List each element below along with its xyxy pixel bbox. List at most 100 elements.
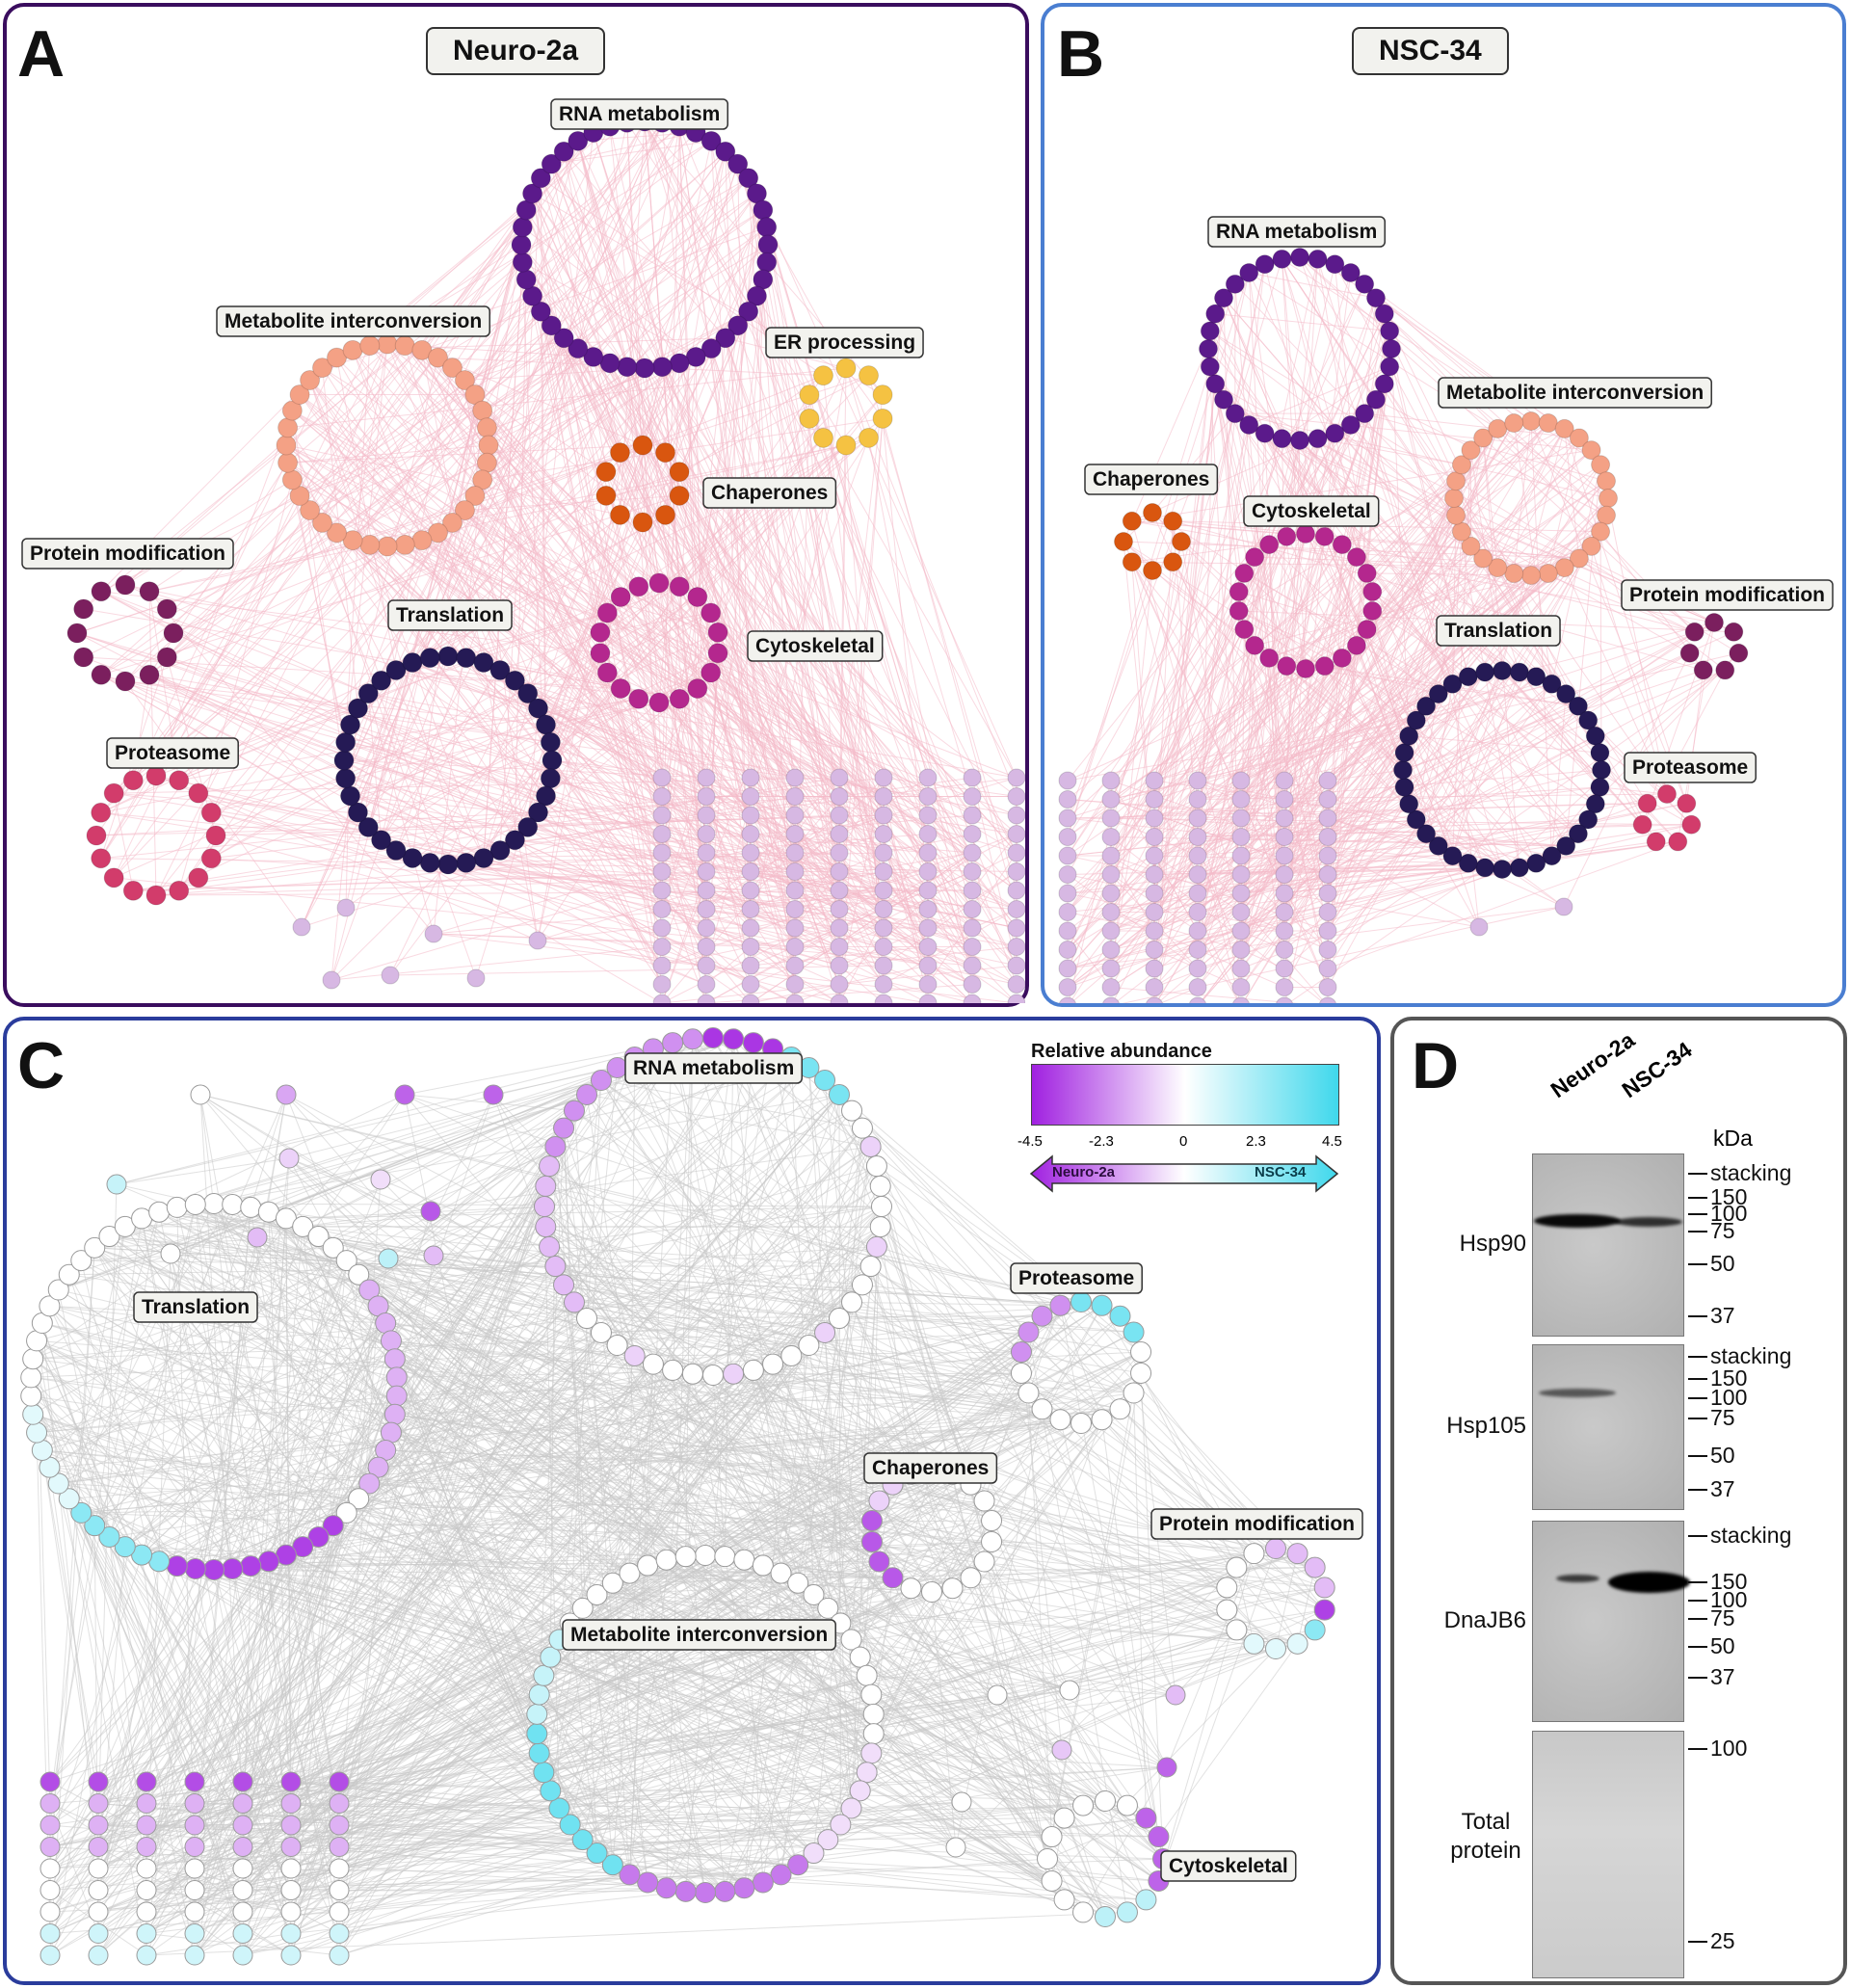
interaction-edge [411, 707, 539, 859]
interaction-edge [242, 1552, 1298, 1913]
node-other [785, 825, 805, 843]
interaction-edge [1067, 912, 1155, 932]
interaction-edge [199, 1094, 319, 1237]
node-rna [865, 1155, 887, 1178]
interaction-edge [49, 1467, 597, 1854]
interaction-edge [883, 852, 929, 891]
interaction-edge [482, 417, 884, 481]
interaction-edge [569, 1552, 1298, 1825]
interaction-edge [883, 834, 973, 854]
node-protein-mod [1684, 622, 1705, 642]
interaction-edge [868, 437, 973, 985]
interaction-edge [1248, 272, 1609, 499]
interaction-edge [58, 1351, 1022, 1484]
interaction-edge [750, 279, 764, 797]
node-metabolite [770, 1562, 792, 1584]
node-translation [419, 852, 440, 873]
interaction-edge [1067, 449, 1471, 819]
node-other [1275, 903, 1294, 921]
cluster-label-cytoskeletal-box [747, 630, 884, 662]
interaction-edge [430, 1210, 774, 1365]
node-metabolite [278, 452, 299, 473]
interaction-edge [692, 1038, 1022, 1353]
interaction-edge [41, 1322, 880, 1501]
node-rna [798, 1335, 820, 1357]
node-cytoskeletal [700, 662, 722, 683]
node-er [799, 408, 820, 429]
interaction-edge [705, 965, 929, 1003]
panel-letter-b: B [1057, 17, 1105, 91]
node-rna [535, 1175, 557, 1197]
marker-label: 100 [1710, 1736, 1748, 1761]
node-er [812, 427, 833, 448]
node-other [280, 1793, 302, 1814]
interaction-edge [309, 510, 477, 979]
interaction-edge [705, 927, 929, 967]
interaction-edge [1283, 735, 1597, 894]
node-other [652, 806, 672, 825]
interaction-edge [199, 1094, 1065, 1818]
node-metabolite [526, 1723, 548, 1745]
node-other [1101, 959, 1121, 978]
interaction-edge [343, 759, 752, 985]
interaction-edge [666, 1226, 882, 1889]
node-proteasome [103, 867, 124, 888]
node-rna [1272, 249, 1292, 269]
interaction-edge [828, 1548, 1277, 1609]
interaction-edge [1067, 874, 1199, 969]
node-other [918, 843, 938, 862]
interaction-edge [551, 759, 929, 910]
interaction-edge [559, 1639, 874, 1715]
node-translation [1578, 710, 1599, 730]
node-cytoskeletal [1037, 1848, 1058, 1869]
node-other [1145, 996, 1164, 1003]
interaction-edge [1131, 449, 1592, 522]
node-other [963, 768, 982, 787]
interaction-edge [429, 125, 680, 658]
interaction-edge [124, 226, 523, 682]
interaction-edge [145, 1890, 340, 1913]
node-cytoskeletal [669, 688, 690, 709]
node-translation [1568, 824, 1588, 844]
interaction-edge [1067, 572, 1245, 837]
node-other [1007, 938, 1025, 956]
node-rna [1239, 414, 1259, 435]
node-translation [1442, 674, 1463, 694]
blot-label-total-protein: Total protein [1450, 1809, 1521, 1864]
interaction-edge [68, 1265, 556, 1276]
interaction-edge [1133, 1392, 1147, 1818]
interaction-edge [1156, 676, 1537, 1003]
node-metabolite [472, 469, 493, 490]
node-rna [828, 1308, 850, 1330]
interaction-edge [36, 1340, 147, 1956]
cluster-label-chaperones-box [702, 477, 837, 509]
interaction-edge [386, 343, 663, 985]
interaction-edge [346, 1127, 863, 1514]
node-metabolite [586, 1583, 608, 1605]
node-metabolite [1461, 440, 1481, 461]
cluster-label-translation-box [1436, 615, 1561, 647]
node-metabolite [394, 534, 415, 555]
abundance-legend: Relative abundance -4.5 -2.3 0 2.3 4.5 N… [1018, 1041, 1351, 1205]
node-metabolite [476, 452, 497, 473]
interaction-edge [31, 1376, 392, 1434]
interaction-edge [724, 1039, 734, 1557]
node-cytoskeletal [628, 576, 649, 597]
node-chaperone [973, 1551, 995, 1573]
cluster-label-cytoskeletal: Cytoskeletal [755, 635, 875, 657]
node-translation [517, 683, 539, 704]
node-other [292, 917, 311, 937]
node-other [136, 1945, 157, 1966]
node-proteasome [1109, 1398, 1131, 1420]
node-other [466, 968, 486, 988]
node-other [136, 1858, 157, 1879]
interaction-edge [338, 1094, 840, 1804]
interaction-edge [194, 1752, 540, 1934]
node-other [1101, 884, 1121, 903]
cluster-label-proteasome: Proteasome [115, 742, 230, 764]
interaction-edge [1341, 657, 1417, 721]
node-chaperone [973, 1490, 995, 1512]
node-other [874, 787, 893, 806]
node-translation [222, 1558, 244, 1580]
node-proteasome [145, 765, 167, 786]
